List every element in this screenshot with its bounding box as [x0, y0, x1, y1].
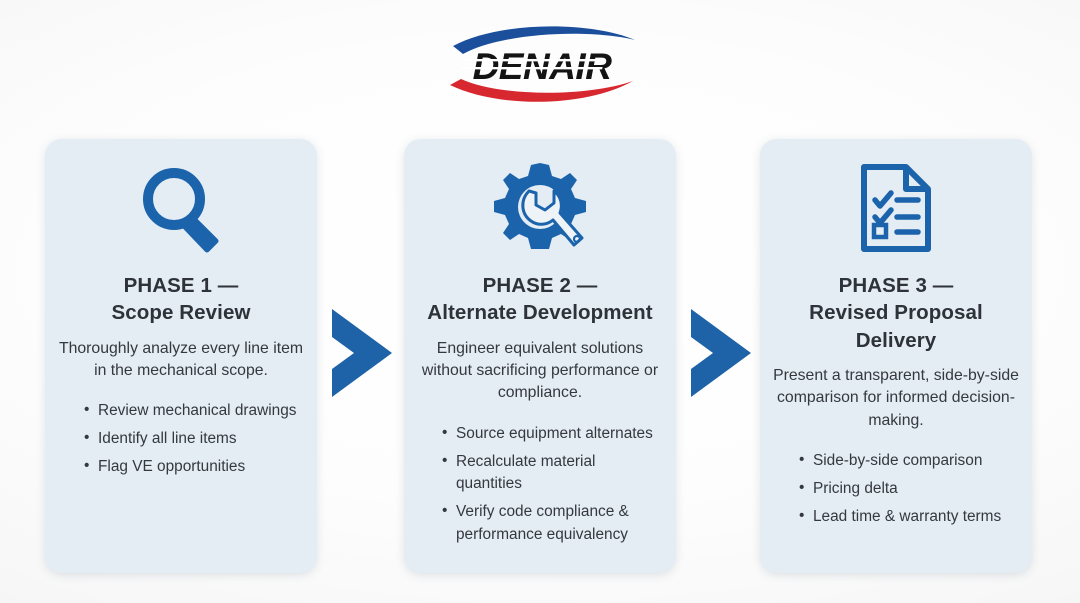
list-item: Pricing delta — [799, 477, 1020, 501]
card-title-line1: PHASE 2 — — [482, 274, 598, 297]
card-description: Thoroughly analyze every line item in th… — [58, 339, 304, 379]
card-bullet-list: Source equipment alternates Recalculate … — [416, 422, 664, 552]
card-description: Present a transparent, side-by-side comp… — [773, 366, 1019, 429]
card-title: PHASE 2 — Alternate Development — [427, 272, 652, 327]
card-title: PHASE 3 — Revised Proposal Delivery — [772, 272, 1020, 354]
phase-card-2[interactable]: PHASE 2 — Alternate Development Engineer… — [404, 139, 676, 573]
list-item: Verify code compliance & performance equ… — [442, 500, 664, 547]
list-item: Identify all line items — [84, 427, 305, 451]
chevron-right-icon-2 — [688, 309, 756, 397]
chevron-right-icon-1 — [329, 309, 397, 397]
logo-swoosh-bottom — [450, 79, 633, 102]
card-description: Engineer equivalent solutions without sa… — [421, 339, 659, 402]
card-title-line2: Alternate Development — [427, 301, 653, 325]
logo-wordmark-cuts — [461, 59, 605, 70]
gear-wrench-icon — [492, 160, 588, 256]
card-bullet-list: Review mechanical drawings Identify all … — [57, 399, 305, 483]
card-title-line1: PHASE 1 — — [123, 274, 239, 297]
list-item: Side-by-side comparison — [799, 449, 1020, 473]
logo-wordmark: DENAIR — [473, 46, 613, 87]
logo-swoosh-top — [453, 26, 635, 54]
list-item: Recalculate material quantities — [442, 450, 664, 497]
list-item: Lead time & warranty terms — [799, 505, 1020, 529]
card-title: PHASE 1 — Scope Review — [111, 272, 250, 327]
list-item: Review mechanical drawings — [84, 399, 305, 423]
card-title-line2: Scope Review — [111, 301, 251, 325]
card-title-line1: PHASE 3 — — [838, 274, 954, 297]
document-checklist-icon — [858, 160, 934, 256]
card-bullet-list: Side-by-side comparison Pricing delta Le… — [772, 449, 1020, 533]
list-item: Source equipment alternates — [442, 422, 664, 446]
magnifying-glass-icon — [138, 160, 224, 256]
phase-card-1[interactable]: PHASE 1 — Scope Review Thoroughly analyz… — [45, 139, 317, 573]
list-item: Flag VE opportunities — [84, 455, 305, 479]
card-title-line2: Revised Proposal Delivery — [809, 301, 983, 352]
phase-card-3[interactable]: PHASE 3 — Revised Proposal Delivery Pres… — [760, 139, 1032, 573]
denair-logo: DENAIR — [445, 18, 640, 110]
